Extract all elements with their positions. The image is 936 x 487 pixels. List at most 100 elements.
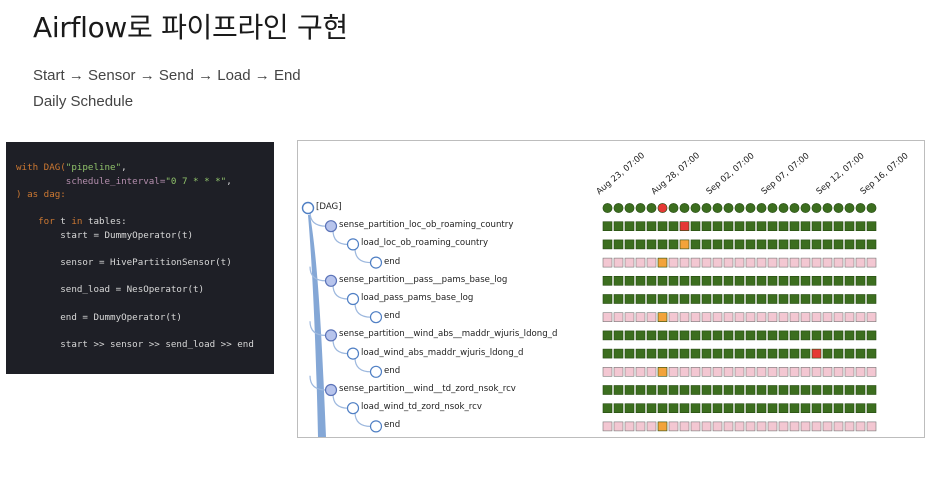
dag-run-circle[interactable]	[844, 203, 855, 213]
task-instance-square[interactable]	[668, 239, 679, 250]
task-instance-square[interactable]	[701, 403, 712, 414]
task-instance-square[interactable]	[690, 312, 701, 322]
task-instance-square[interactable]	[613, 221, 624, 231]
task-instance-square[interactable]	[855, 276, 866, 286]
task-instance-square[interactable]	[822, 312, 833, 322]
task-instance-square[interactable]	[756, 330, 767, 341]
task-instance-square[interactable]	[723, 348, 734, 359]
task-instance-square[interactable]	[833, 330, 844, 341]
task-label[interactable]: load_wind_abs_maddr_wjuris_ldong_d	[361, 347, 524, 358]
task-instance-square[interactable]	[866, 257, 877, 268]
task-instance-square[interactable]	[635, 403, 646, 414]
task-instance-square[interactable]	[855, 312, 866, 322]
dag-run-circle[interactable]	[800, 203, 811, 213]
task-instance-square[interactable]	[745, 348, 756, 359]
task-instance-square[interactable]	[767, 257, 778, 268]
task-node[interactable]	[346, 238, 360, 251]
task-label[interactable]: load_pass_pams_base_log	[361, 293, 474, 303]
task-instance-square[interactable]	[723, 403, 734, 414]
task-instance-square[interactable]	[646, 312, 657, 322]
task-instance-square[interactable]	[789, 312, 800, 322]
task-instance-square[interactable]	[690, 239, 701, 250]
task-instance-square[interactable]	[690, 330, 701, 341]
task-instance-square[interactable]	[712, 294, 723, 304]
task-instance-square[interactable]	[789, 239, 800, 250]
dag-run-circle[interactable]	[602, 203, 613, 213]
task-instance-square[interactable]	[624, 221, 635, 231]
task-instance-square[interactable]	[822, 367, 833, 377]
task-instance-square[interactable]	[635, 239, 646, 250]
task-label[interactable]: end	[384, 420, 401, 431]
task-instance-square[interactable]	[855, 239, 866, 250]
task-node[interactable]	[324, 220, 338, 233]
task-instance-square[interactable]	[690, 257, 701, 268]
task-instance-square[interactable]	[602, 276, 613, 286]
task-instance-square[interactable]	[712, 257, 723, 268]
task-instance-square[interactable]	[712, 312, 723, 322]
task-instance-square[interactable]	[822, 421, 833, 432]
task-instance-square[interactable]	[734, 421, 745, 432]
task-instance-square[interactable]	[657, 221, 668, 231]
task-instance-square[interactable]	[756, 312, 767, 322]
dag-run-circle[interactable]	[712, 203, 723, 213]
task-instance-square[interactable]	[800, 385, 811, 395]
task-instance-square[interactable]	[855, 421, 866, 432]
task-instance-square[interactable]	[701, 367, 712, 377]
task-instance-square[interactable]	[844, 294, 855, 304]
task-instance-square[interactable]	[734, 367, 745, 377]
task-instance-square[interactable]	[657, 385, 668, 395]
task-instance-square[interactable]	[844, 257, 855, 268]
task-instance-square[interactable]	[635, 348, 646, 359]
task-instance-square[interactable]	[657, 257, 668, 268]
task-instance-square[interactable]	[734, 312, 745, 322]
task-instance-square[interactable]	[822, 257, 833, 268]
task-instance-square[interactable]	[866, 385, 877, 395]
task-instance-square[interactable]	[723, 294, 734, 304]
task-instance-square[interactable]	[734, 257, 745, 268]
task-instance-square[interactable]	[745, 367, 756, 377]
task-instance-square[interactable]	[822, 348, 833, 359]
task-instance-square[interactable]	[844, 421, 855, 432]
task-instance-square[interactable]	[613, 385, 624, 395]
task-instance-square[interactable]	[800, 257, 811, 268]
task-instance-square[interactable]	[833, 239, 844, 250]
task-instance-square[interactable]	[789, 385, 800, 395]
task-instance-square[interactable]	[646, 257, 657, 268]
task-instance-square[interactable]	[767, 367, 778, 377]
task-node[interactable]	[324, 274, 338, 287]
task-instance-square[interactable]	[778, 367, 789, 377]
task-instance-square[interactable]	[668, 367, 679, 377]
task-instance-square[interactable]	[866, 403, 877, 414]
task-instance-square[interactable]	[811, 294, 822, 304]
task-instance-square[interactable]	[855, 348, 866, 359]
task-instance-square[interactable]	[602, 257, 613, 268]
task-instance-square[interactable]	[745, 312, 756, 322]
task-instance-square[interactable]	[723, 367, 734, 377]
dag-run-circle[interactable]	[668, 203, 679, 213]
task-instance-square[interactable]	[679, 276, 690, 286]
task-instance-square[interactable]	[635, 276, 646, 286]
task-instance-square[interactable]	[668, 221, 679, 231]
task-label[interactable]: sense_partition__wind__td_zord_nsok_rcv	[339, 384, 516, 394]
task-instance-square[interactable]	[800, 403, 811, 414]
task-instance-square[interactable]	[734, 221, 745, 231]
task-instance-square[interactable]	[723, 312, 734, 322]
task-instance-square[interactable]	[844, 348, 855, 359]
task-instance-square[interactable]	[855, 221, 866, 231]
dag-run-circle[interactable]	[789, 203, 800, 213]
task-instance-square[interactable]	[646, 276, 657, 286]
task-instance-square[interactable]	[778, 330, 789, 341]
task-instance-square[interactable]	[712, 330, 723, 341]
task-instance-square[interactable]	[844, 239, 855, 250]
task-instance-square[interactable]	[745, 294, 756, 304]
task-instance-square[interactable]	[602, 312, 613, 322]
task-instance-square[interactable]	[712, 421, 723, 432]
task-instance-square[interactable]	[657, 294, 668, 304]
task-instance-square[interactable]	[701, 276, 712, 286]
task-instance-square[interactable]	[778, 421, 789, 432]
task-instance-square[interactable]	[624, 403, 635, 414]
task-instance-square[interactable]	[690, 403, 701, 414]
task-node[interactable]	[346, 292, 360, 306]
task-instance-square[interactable]	[701, 239, 712, 250]
task-instance-square[interactable]	[855, 367, 866, 377]
